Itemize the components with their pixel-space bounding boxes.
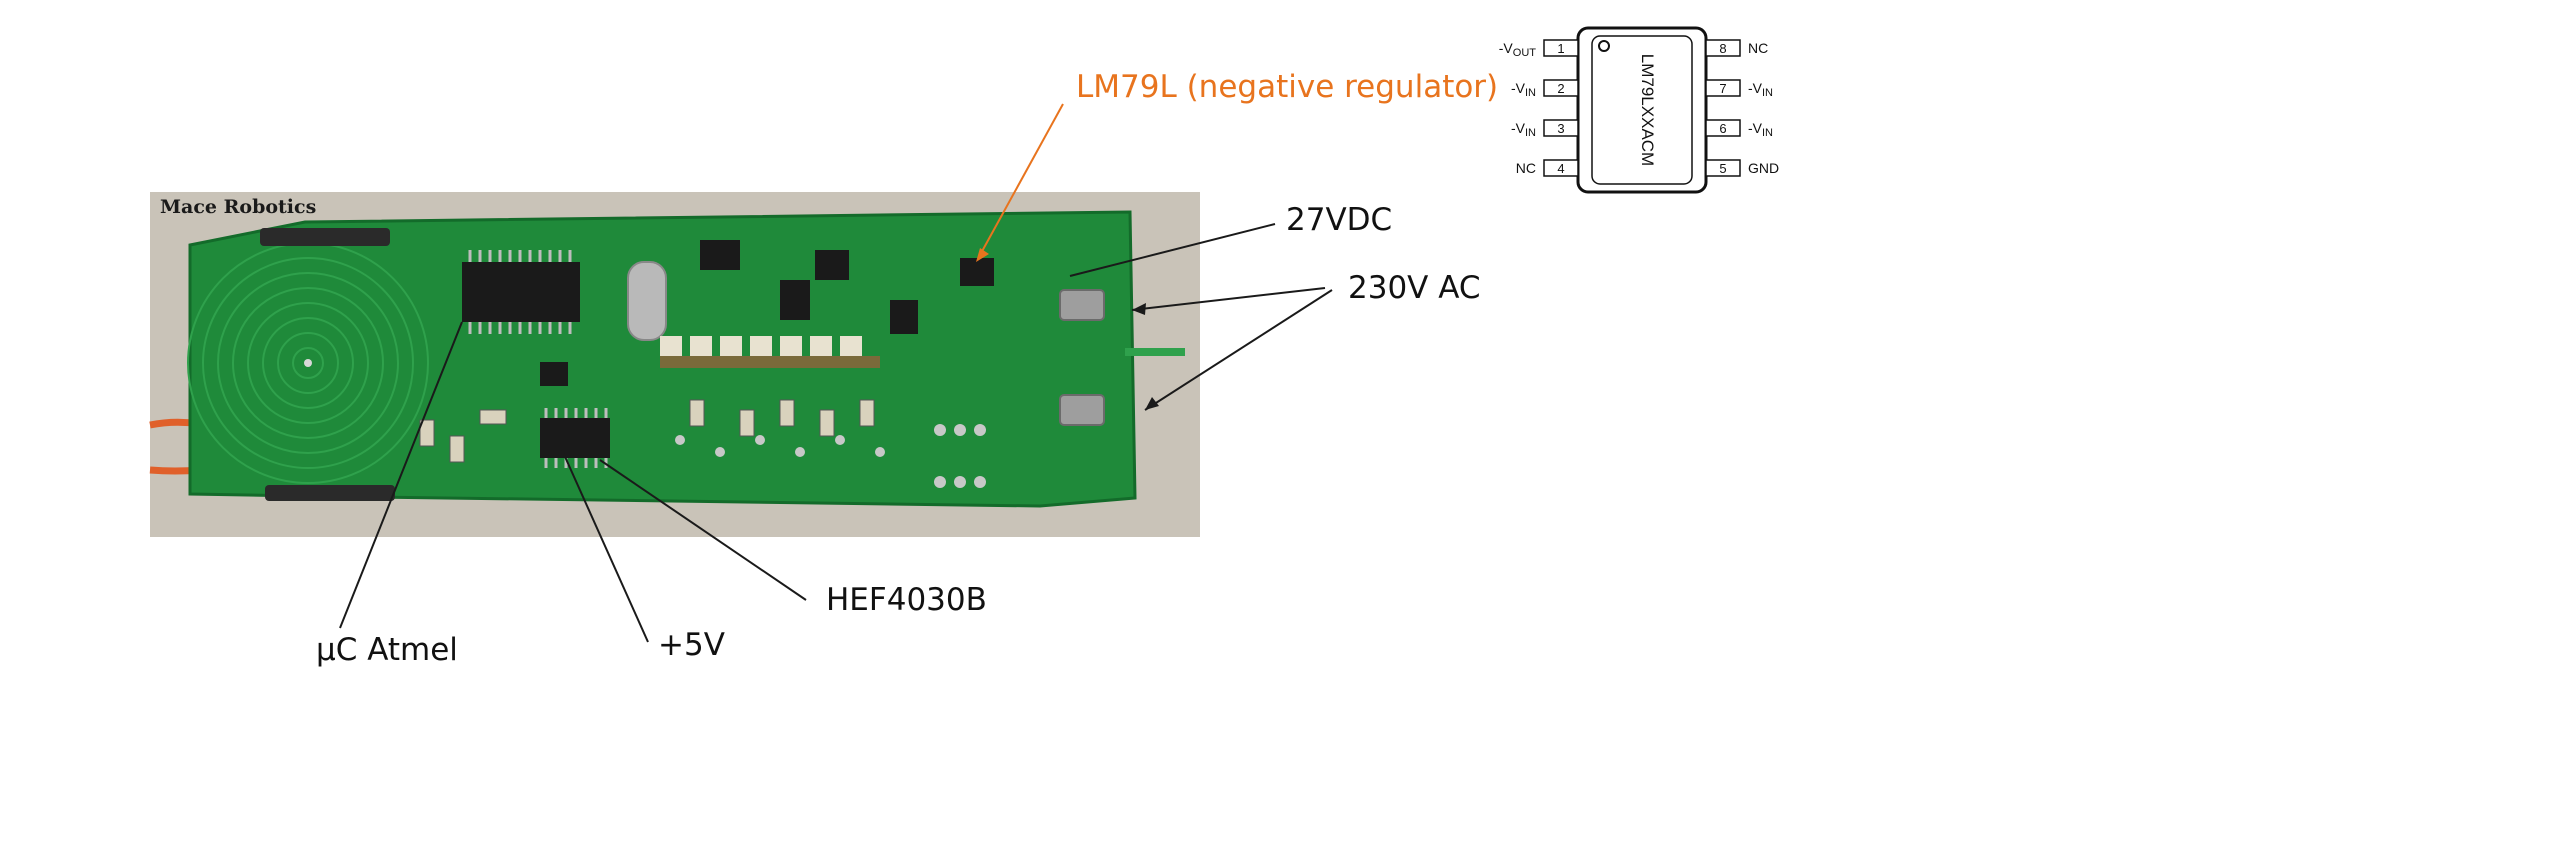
crystal-oscillator xyxy=(627,261,667,341)
pin-1-label: -VOUT xyxy=(1499,40,1537,59)
pin-6-label: -VIN xyxy=(1748,120,1773,139)
pin-6: 6 -VIN xyxy=(1705,119,1773,139)
svg-text:3: 3 xyxy=(1557,121,1564,136)
pin-header-row xyxy=(660,336,880,368)
pin-4: 4 NC xyxy=(1516,159,1579,177)
ac-arrow-top xyxy=(1132,303,1146,315)
pin-5: 5 GND xyxy=(1705,159,1779,177)
left-pin-group: 1 -VOUT 2 -VIN 3 -VIN 4 NC xyxy=(1499,39,1579,177)
chip-name-label: LM79LXXACM xyxy=(1638,54,1657,166)
hef4030b-chip xyxy=(540,418,610,458)
pcb-tab xyxy=(1125,348,1185,356)
hef-callout: HEF4030B xyxy=(826,582,987,618)
pin-1: 1 -VOUT xyxy=(1499,39,1579,59)
component-ic-d xyxy=(890,300,918,334)
chip-body-inner xyxy=(1591,35,1693,185)
atmel-leader-line xyxy=(339,321,463,629)
svg-text:2: 2 xyxy=(1557,81,1564,96)
atmel-chip-pins xyxy=(468,250,572,334)
ac-arrow-bottom xyxy=(1145,397,1159,410)
hef-leader-line xyxy=(599,459,807,601)
ac-terminal-bottom xyxy=(1059,394,1105,426)
svg-text:1: 1 xyxy=(1557,41,1564,56)
regulator-callout-line xyxy=(976,103,1064,262)
pin-8: 8 NC xyxy=(1705,39,1768,57)
pcb-photo xyxy=(149,192,1200,537)
ac-leader-line-bottom xyxy=(1144,289,1333,411)
atmel-chip xyxy=(462,262,580,322)
five-volt-leader-line xyxy=(561,449,649,643)
component-ic-b xyxy=(780,280,810,320)
svg-text:4: 4 xyxy=(1557,161,1564,176)
five-volt-callout: +5V xyxy=(658,627,725,663)
pin-3: 3 -VIN xyxy=(1511,119,1579,139)
svg-text:8: 8 xyxy=(1719,41,1726,56)
pin-7-label: -VIN xyxy=(1748,80,1773,99)
regulator-callout: LM79L (negative regulator) xyxy=(1076,69,1499,105)
microcontroller-callout: µC Atmel xyxy=(316,632,458,668)
photo-watermark: Mace Robotics xyxy=(160,196,317,218)
solder-points xyxy=(675,424,986,488)
callout-lines xyxy=(339,223,1333,643)
callout-arrowheads xyxy=(1132,303,1159,410)
component-ic-a xyxy=(700,240,740,270)
component-ic-c xyxy=(815,250,849,280)
pin1-marker xyxy=(1598,40,1610,52)
coil-clip-top xyxy=(260,228,390,246)
pin-2: 2 -VIN xyxy=(1511,79,1579,99)
pin-2-label: -VIN xyxy=(1511,80,1536,99)
svg-text:7: 7 xyxy=(1719,81,1726,96)
ac-callout: 230V AC xyxy=(1348,270,1481,306)
pin-8-label: NC xyxy=(1748,40,1768,56)
dc-callout: 27VDC xyxy=(1286,202,1393,238)
dc-leader-line xyxy=(1069,223,1276,277)
pin-4-label: NC xyxy=(1516,160,1536,176)
svg-text:6: 6 xyxy=(1719,121,1726,136)
right-pin-group: 8 NC 7 -VIN 6 -VIN 5 GND xyxy=(1705,39,1779,177)
small-regulator-chip xyxy=(540,362,568,386)
svg-text:5: 5 xyxy=(1719,161,1726,176)
pin-5-label: GND xyxy=(1748,160,1779,176)
pin-3-label: -VIN xyxy=(1511,120,1536,139)
lm79l-regulator-chip xyxy=(960,258,994,286)
resistors xyxy=(419,399,875,463)
ac-terminal-top xyxy=(1059,289,1105,321)
ac-leader-line-top xyxy=(1131,287,1326,311)
pin-7: 7 -VIN xyxy=(1705,79,1773,99)
coil-clip-bottom xyxy=(265,485,395,501)
